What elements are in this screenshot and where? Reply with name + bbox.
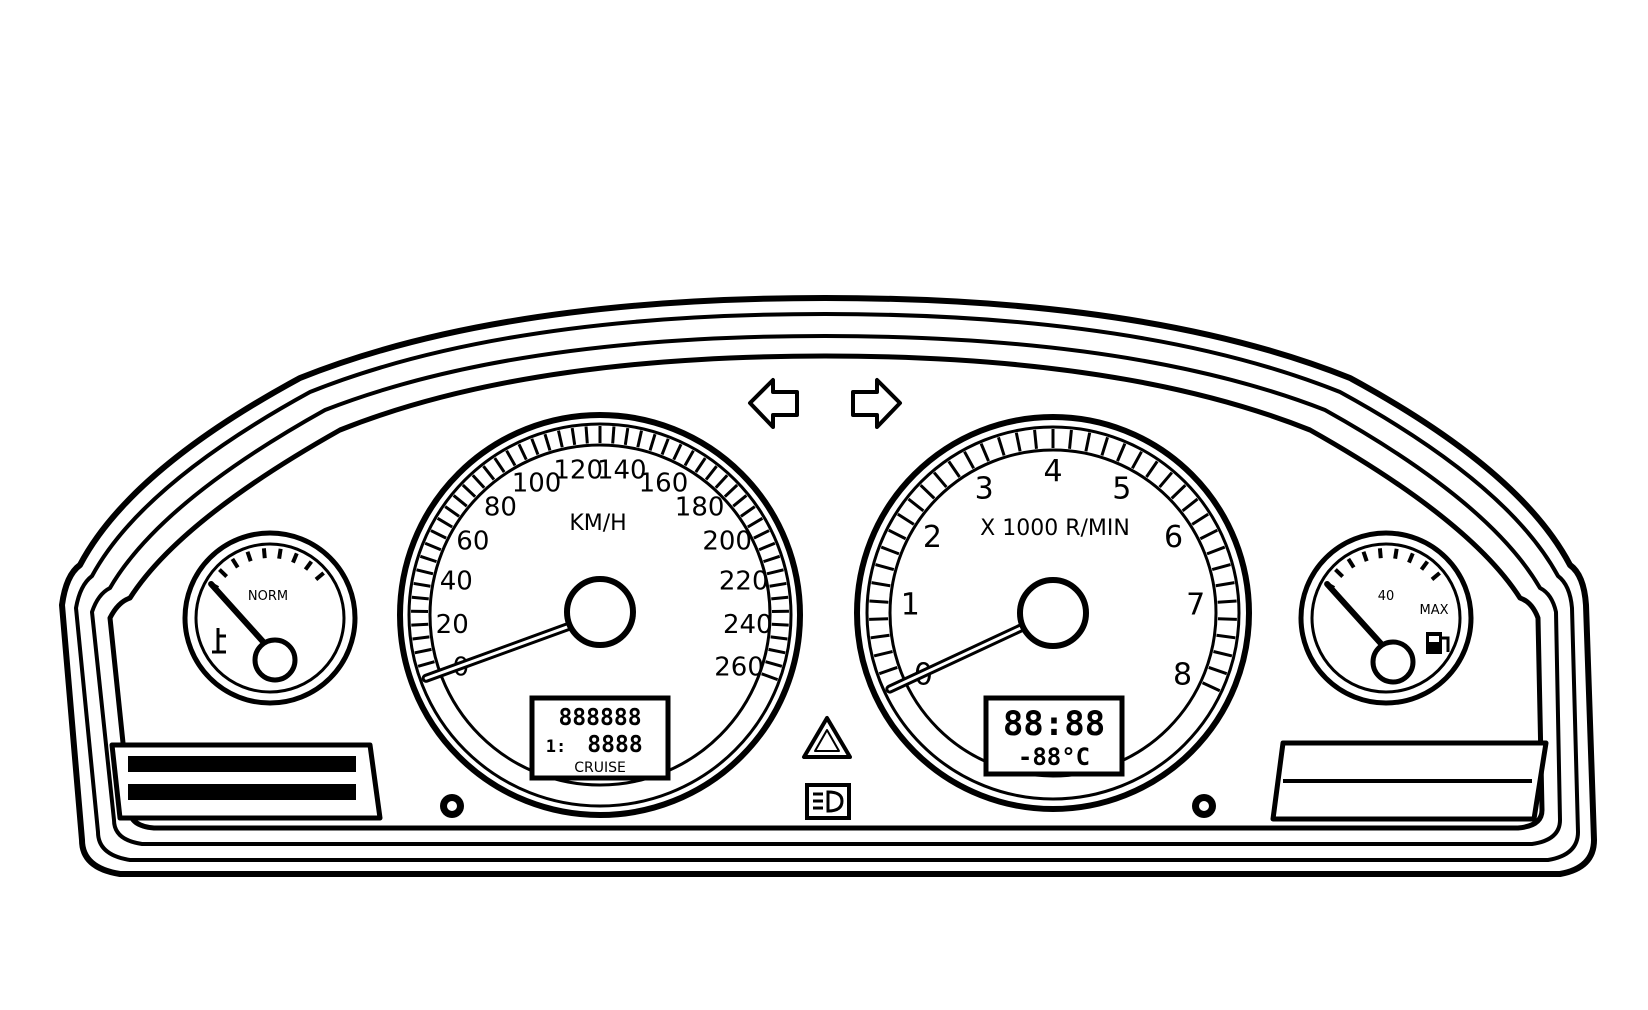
- right-turn-arrow-icon: [853, 380, 900, 427]
- right-knob: [1192, 794, 1216, 818]
- tachometer: 012345678 X 1000 R/MIN 88:88 -88°C: [857, 417, 1249, 809]
- rpm-label: 4: [1043, 454, 1062, 489]
- fuel-reserve-label: 40: [1378, 589, 1395, 604]
- odometer-value: 888888: [558, 705, 641, 731]
- speed-tick: [412, 597, 429, 599]
- clock-value: 88:88: [1003, 704, 1105, 744]
- speedometer-unit-label: KM/H: [569, 511, 626, 536]
- outside-temperature: -88°C: [1018, 743, 1090, 771]
- tachometer-hub: [1020, 580, 1086, 646]
- speed-label: 180: [675, 493, 725, 523]
- cruise-label: CRUISE: [574, 760, 626, 776]
- speed-tick: [613, 427, 614, 444]
- gauge-tick: [264, 548, 265, 558]
- speed-tick: [411, 624, 428, 625]
- speed-tick: [772, 624, 789, 625]
- right-info-panel: [1273, 743, 1546, 819]
- rpm-label: 1: [901, 588, 920, 623]
- odometer-display: 888888 1: 8888 CRUISE: [532, 698, 668, 778]
- left-info-bar-top: [128, 756, 356, 772]
- rpm-tick: [869, 619, 888, 620]
- temperature-norm-label: NORM: [248, 589, 288, 604]
- speedometer: 020406080100120140160180200220240260 KM/…: [400, 415, 800, 815]
- rpm-tick: [1070, 430, 1072, 449]
- rpm-tick: [1035, 430, 1037, 449]
- speed-label: 220: [719, 567, 769, 597]
- rpm-label: 3: [975, 472, 994, 507]
- headlight-icon: [807, 785, 849, 818]
- left-turn-arrow-icon: [750, 380, 797, 427]
- rpm-label: 5: [1112, 472, 1131, 507]
- speed-label: 200: [702, 526, 752, 556]
- trip-value: 8888: [587, 732, 642, 758]
- rpm-label: 7: [1186, 588, 1205, 623]
- clock-temperature-display: 88:88 -88°C: [986, 698, 1122, 774]
- speed-label: 120: [553, 456, 603, 486]
- speed-label: 260: [714, 653, 764, 683]
- gauge-tick: [1380, 548, 1381, 558]
- tachometer-unit-label: X 1000 R/MIN: [980, 516, 1130, 541]
- rpm-tick: [1218, 601, 1237, 602]
- temperature-hub: [255, 640, 295, 680]
- left-knob: [440, 794, 464, 818]
- rpm-label: 6: [1164, 520, 1183, 555]
- left-info-bar-bottom: [128, 784, 356, 800]
- left-info-panel: [112, 745, 380, 818]
- rpm-tick: [869, 601, 888, 602]
- gauge-tick: [1395, 549, 1397, 559]
- speed-label: 240: [723, 610, 773, 640]
- warning-triangle-icon: [804, 718, 850, 757]
- fuel-hub: [1373, 642, 1413, 682]
- trip-prefix: 1:: [546, 737, 566, 757]
- gauge-tick: [279, 549, 281, 559]
- fuel-gauge: 40 MAX: [1301, 533, 1471, 703]
- temperature-gauge: NORM: [185, 533, 355, 703]
- speedometer-hub: [567, 579, 633, 645]
- speed-label: 40: [440, 567, 473, 597]
- speed-label: 20: [436, 610, 469, 640]
- speed-tick: [586, 427, 587, 444]
- speed-tick: [771, 597, 788, 599]
- speed-label: 60: [456, 526, 489, 556]
- rpm-label: 2: [923, 520, 942, 555]
- rpm-label: 8: [1173, 657, 1192, 692]
- rpm-tick: [1218, 619, 1237, 620]
- fuel-max-label: MAX: [1419, 603, 1448, 618]
